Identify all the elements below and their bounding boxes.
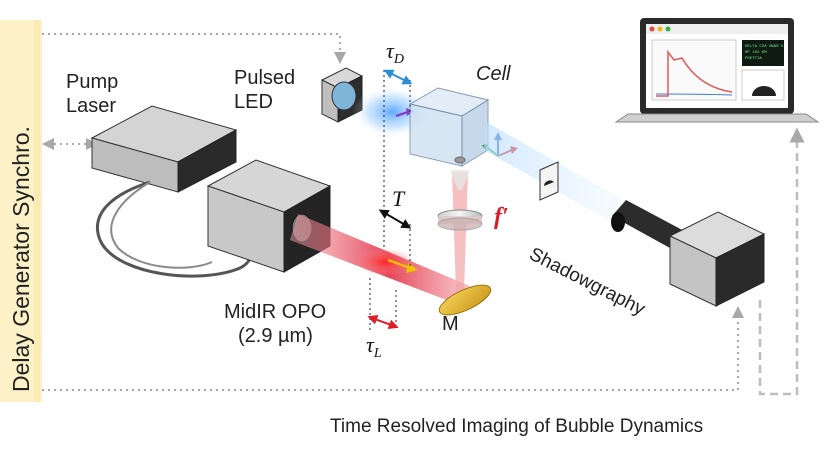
led-label-line1: Pulsed: [234, 67, 295, 89]
svg-text:f′: f′: [494, 204, 509, 230]
pump-laser-label: Pump Laser: [66, 71, 124, 117]
pulsed-led-label: Pulsed LED: [234, 67, 301, 113]
opo-label-line1: MidIR OPO: [224, 301, 326, 323]
svg-text:τD: τD: [386, 38, 404, 67]
camera: [611, 200, 766, 307]
delay-generator-label: Delay Generator Synchro.: [8, 126, 34, 392]
tau-l-marker: τL: [366, 278, 399, 361]
focal-label: f′: [494, 204, 509, 230]
pump-laser-box: [90, 105, 238, 193]
sync-lines: [42, 33, 744, 391]
camera-link: [758, 127, 805, 396]
cell-cube: [408, 87, 490, 167]
focused-beam: [450, 170, 470, 292]
delay-generator-banner: Delay Generator Synchro.: [0, 20, 42, 402]
readout-line-3: POETTIA: [745, 57, 762, 61]
opo-label-line2: (2.9 µm): [238, 325, 313, 347]
t-marker: T: [378, 186, 412, 268]
lens: [437, 209, 483, 231]
led-label-line2: LED: [234, 91, 273, 113]
pump-label-line2: Laser: [66, 95, 116, 117]
cell-label: Cell: [476, 63, 511, 85]
laser-beam: [290, 214, 470, 306]
svg-text:T: T: [392, 186, 406, 211]
mirror-label: M: [442, 313, 459, 335]
tau-d-marker: τD: [383, 38, 413, 250]
shadowgraphy-label: Shadowgraphy: [526, 244, 649, 320]
pump-label-line1: Pump: [66, 71, 118, 93]
readout-line-2: RP 102 KM: [745, 51, 767, 55]
opo-box: [206, 159, 332, 273]
mirror: [438, 284, 492, 316]
laptop: DELTA CDA OWNR 5 RP 102 KM POETTIA: [614, 18, 820, 123]
shadow-screen: [539, 161, 559, 201]
svg-text:τL: τL: [366, 332, 382, 361]
readout-line-1: DELTA CDA OWNR 5: [745, 45, 784, 49]
caption: Time Resolved Imaging of Bubble Dynamics: [330, 416, 703, 437]
opo-label: MidIR OPO (2.9 µm): [224, 301, 332, 347]
